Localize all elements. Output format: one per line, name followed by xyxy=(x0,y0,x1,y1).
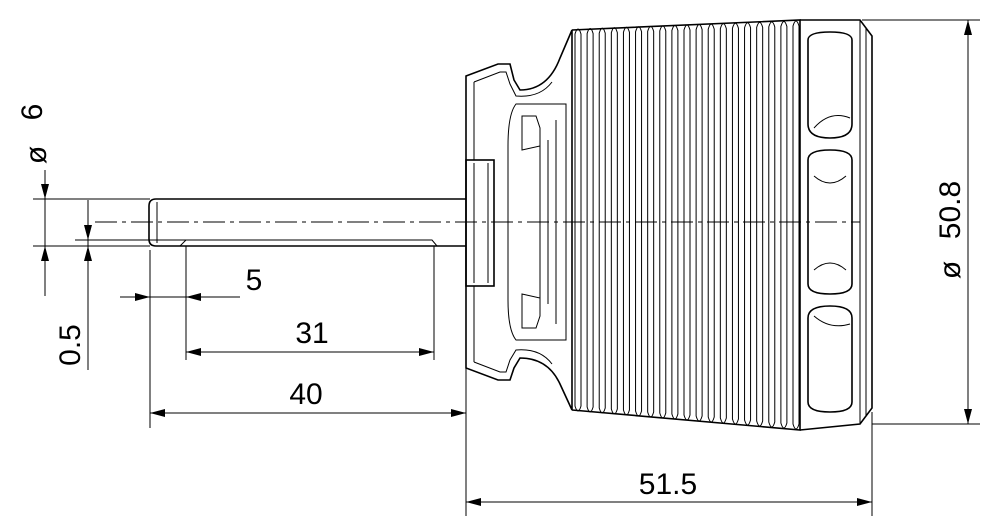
cooling-fin xyxy=(635,26,643,417)
shaft-diameter-symbol: ø xyxy=(20,146,53,164)
motor-diameter-dimension: ø 50.8 xyxy=(862,19,980,425)
shaft-length-dimension: 40 xyxy=(150,290,467,516)
cooling-fin xyxy=(598,27,606,414)
shaft-diameter-dimension: ø 6 xyxy=(16,104,150,296)
cooling-fin xyxy=(610,27,618,415)
cooling-slot-2 xyxy=(807,149,853,295)
flat-length-dimension: 31 xyxy=(186,246,435,360)
motor-shaft xyxy=(148,198,466,247)
flat-depth-dimension: 0.5 xyxy=(54,200,186,370)
shaft-flat xyxy=(186,239,438,247)
cooling-fin xyxy=(586,28,594,413)
motor-diameter-symbol: ø xyxy=(934,261,967,279)
cooling-fin xyxy=(574,28,582,412)
motor-finned-body xyxy=(571,19,801,431)
motor-hub xyxy=(465,159,495,287)
cooling-fin xyxy=(695,24,703,422)
flat-length-value: 31 xyxy=(295,317,328,350)
cooling-fin xyxy=(707,23,715,423)
cooling-fin xyxy=(659,25,667,419)
flat-offset-value: 5 xyxy=(246,264,263,297)
cooling-fin xyxy=(647,25,655,418)
cooling-slot-3 xyxy=(807,305,853,413)
cooling-fin xyxy=(792,20,800,430)
cooling-fin xyxy=(756,21,764,427)
cooling-fin xyxy=(719,23,727,424)
cooling-fin xyxy=(768,21,776,428)
motor-front-flange xyxy=(465,29,573,411)
motor-diameter-value: 50.8 xyxy=(934,181,967,239)
cooling-fin xyxy=(683,24,691,421)
overall-length-dimension: 51.5 xyxy=(466,412,873,516)
overall-length-value: 51.5 xyxy=(639,468,697,501)
flat-offset-dimension: 5 xyxy=(120,246,262,428)
flat-depth-value: 0.5 xyxy=(54,324,87,366)
shaft-length-value: 40 xyxy=(289,378,322,411)
motor-rear-section xyxy=(799,19,873,431)
cooling-fin xyxy=(780,20,788,429)
cooling-fin xyxy=(671,24,679,420)
cooling-fin xyxy=(622,26,630,416)
shaft-diameter-value: 6 xyxy=(16,104,49,121)
cooling-slot-1 xyxy=(807,31,853,139)
cooling-fin xyxy=(744,22,752,426)
cooling-fin xyxy=(731,22,739,425)
